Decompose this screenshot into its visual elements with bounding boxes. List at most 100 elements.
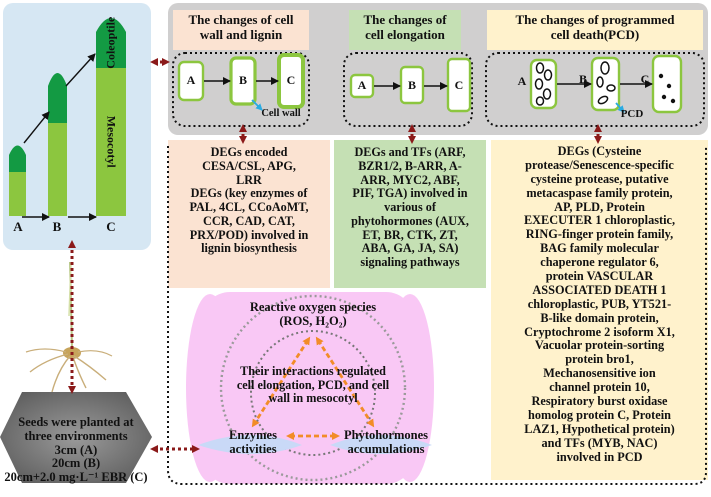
pcd-debris: [661, 94, 667, 100]
elongation-degs-line: ARR, MYC2, ABF,: [360, 172, 460, 187]
pcd-degs-line: B-like domain protein,: [540, 310, 659, 325]
cell-wall-degs-line: DEGs encoded: [210, 145, 288, 159]
pcd-degs-line: EXECUTER 1 chloroplastic,: [523, 213, 676, 228]
ros-phytohormones-arrow: [315, 336, 375, 428]
pcd-degs-line: Mechanosensitive ion: [543, 366, 656, 381]
pcd-organelle: [606, 84, 616, 92]
cell-wall-title: The changes of cell wall and lignin: [188, 12, 294, 42]
enzymes-label: Enzymes activities: [229, 428, 277, 456]
cell-wall-degs-box: [168, 140, 330, 288]
cell-wall-label-c: C: [286, 73, 296, 87]
pcd-degs-line: protein bro1,: [565, 352, 634, 367]
plant-b-coleoptile: [48, 73, 67, 123]
interaction-outer-ring: [219, 294, 407, 482]
pcd-degs-line: RING-finger protein family,: [525, 227, 674, 242]
pcd-debris: [670, 98, 676, 104]
cell-wall-cell-c: [277, 53, 305, 109]
pcd-blue-arrow: [615, 102, 625, 113]
elongation-label-c: C: [454, 78, 464, 92]
pcd-organelle: [596, 76, 604, 88]
elongation-cell-a: [349, 73, 375, 99]
pcd-organelle: [534, 78, 544, 90]
cell-wall-degs-line: lignin biosynthesis: [201, 241, 297, 256]
pcd-cell-c: [651, 54, 683, 114]
plant-a-mesocotyl: [9, 172, 26, 216]
elongation-dotted-box: [343, 52, 473, 127]
interaction-side-lobe: [386, 294, 434, 482]
pcd-degs-line: protein VASCULAR: [545, 269, 654, 284]
cell-wall-title-box: [173, 10, 309, 50]
pcd-degs-box: [491, 140, 708, 480]
seeds-text: Seeds were planted at three environments…: [4, 415, 148, 484]
pcd-degs-line: channel protein 10,: [549, 380, 650, 395]
pcd-degs-line: LAZ1, Hypothetical protein): [524, 421, 675, 436]
pcd-degs-line: Cryptochrome 2 isoform X1,: [524, 324, 675, 339]
pcd-title: The changes of programmed cell death(PCD…: [515, 12, 675, 42]
pcd-dotted-box: [485, 52, 705, 127]
interaction-inner-ring: [250, 330, 376, 456]
pcd-degs-line: involved in PCD: [556, 449, 643, 464]
pcd-organelle: [543, 69, 553, 81]
stage-label-b: B: [52, 219, 62, 234]
pcd-organelle: [535, 62, 545, 74]
pcd-degs-line: cysteine protease, putative: [530, 171, 669, 186]
pcd-degs-line: protease/Senescence-specific: [525, 157, 674, 172]
pcd-cell-b: [590, 56, 621, 112]
phytohormones-label: Phytohormones accumulations: [343, 428, 429, 456]
cell-wall-cell-b: [229, 56, 257, 106]
pcd-organelle: [597, 95, 609, 105]
cell-wall-degs-line: DEGs (key enzymes of: [190, 186, 308, 201]
pcd-label-a: A: [517, 74, 527, 88]
elongation-degs-line: BZR1/2, B-ARR, A-: [358, 158, 462, 173]
pcd-degs-line: chloroplastic, PUB, YT521-: [527, 296, 672, 311]
pcd-title-box: [487, 10, 703, 50]
ros-enzymes-arrow: [251, 336, 311, 428]
ros-label: Reactive oxygen species (ROS, H₂O₂): [249, 300, 377, 328]
cell-wall-degs-line: CESA/CSL, APG,: [202, 158, 296, 173]
enzymes-lens: [198, 435, 302, 454]
plant-b-mesocotyl: [48, 123, 67, 216]
interaction-center-line: Their interactions regulated: [240, 364, 386, 378]
pcd-organelle: [600, 61, 610, 75]
pcd-degs-line: chaperone regulator 6,: [540, 255, 659, 270]
cell-wall-label-a: A: [186, 73, 196, 87]
pcd-degs-line: BAG family molecular: [540, 241, 659, 256]
pcd-debris: [658, 73, 664, 79]
elongation-degs-line: DEGs and TFs (ARF,: [354, 145, 466, 159]
cell-wall-label-b: B: [238, 73, 247, 87]
pcd-degs-line: Respiratory burst oxidase: [531, 394, 668, 409]
arrow-b-to-c-diagonal: [65, 53, 96, 87]
elongation-degs-line: ABA, GA, JA, SA): [361, 241, 459, 256]
elongation-title: The changes of cell elongation: [363, 12, 447, 42]
cell-wall-degs-line: CCR, CAD, CAT,: [203, 213, 295, 228]
pcd-degs-line: homolog protein C, Protein: [527, 407, 671, 422]
elongation-cell-c: [446, 57, 472, 113]
seed-hexagon: [0, 392, 152, 483]
cell-wall-degs-line: PRX/POD) involved in: [189, 227, 309, 242]
cell-wall-annotation: Cell wall: [261, 108, 301, 119]
cell-wall-cell-a: [177, 60, 205, 102]
pcd-degs-line: Vacuolar protein-sorting: [534, 338, 665, 353]
stage-label-c: C: [106, 219, 116, 234]
phytohormones-lens: [330, 435, 432, 454]
elongation-degs-line: PIF, TGA) involved in: [352, 186, 468, 201]
plant-a-coleoptile: [9, 145, 26, 172]
elongation-degs-text: DEGs and TFs (ARF,BZR1/2, B-ARR, A-ARR, …: [335, 145, 485, 270]
pcd-label-c: C: [640, 72, 650, 86]
pcd-label-b: B: [578, 72, 587, 86]
elongation-degs-line: various of: [384, 200, 436, 215]
mesocotyl-label: Mesocotyl: [104, 115, 119, 168]
pcd-degs-line: AP, PLD, Protein: [554, 199, 645, 214]
cell-wall-blue-arrow: [251, 99, 263, 111]
pcd-degs-line: ASSOCIATED DEATH 1: [532, 282, 667, 297]
elongation-label-a: A: [357, 78, 367, 92]
pcd-organelle: [535, 96, 545, 106]
cell-wall-degs-line: PAL, 4CL, CCoAoMT,: [189, 200, 309, 215]
seedling-photo: [25, 261, 113, 393]
elongation-title-box: [349, 10, 461, 50]
coleoptile-label: Coleoptile: [103, 16, 118, 69]
plant-c-mesocotyl: [96, 68, 126, 216]
